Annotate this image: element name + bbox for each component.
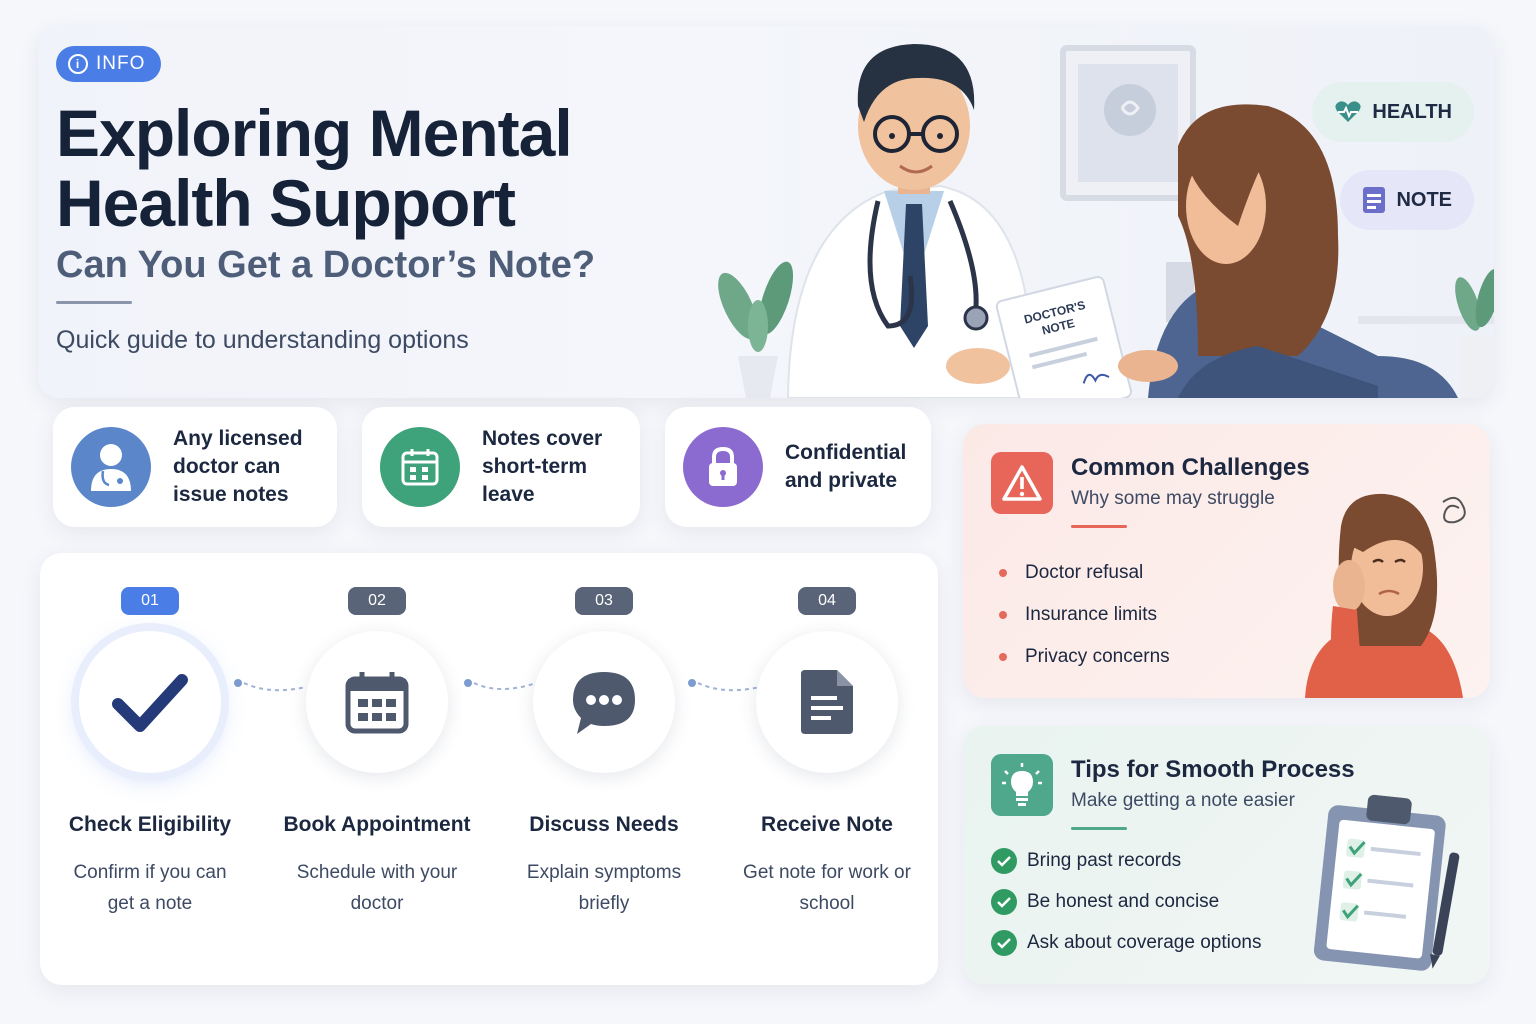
feature-text: Confidential and private	[785, 441, 907, 492]
checkmark-icon	[79, 631, 221, 773]
note-chip-label: NOTE	[1396, 188, 1452, 211]
document-icon	[756, 631, 898, 773]
step-number: 04	[798, 587, 856, 615]
clipboard-checklist-illustration	[1313, 794, 1460, 971]
step-receive-note: 04 Receive Note Get note for work or sch…	[717, 553, 937, 985]
step-title: Receive Note	[761, 813, 893, 836]
calendar-icon	[306, 631, 448, 773]
list-item-text: Be honest and concise	[1027, 890, 1220, 912]
feature-card-confidential: Confidential and private	[665, 407, 931, 527]
step-description: Confirm if you can get a note	[73, 862, 227, 914]
tips-subtitle: Make getting a note easier	[1071, 790, 1295, 811]
note-chip: NOTE	[1340, 170, 1474, 230]
step-number: 01	[121, 587, 179, 615]
info-badge: i INFO	[56, 46, 162, 82]
feature-text: Notes cover short-term leave	[482, 427, 603, 506]
health-chip: HEALTH	[1312, 82, 1474, 142]
tips-list: Bring past records Be honest and concise…	[991, 840, 1262, 963]
tips-divider	[1071, 827, 1127, 830]
chat-bubble-icon	[533, 631, 675, 773]
challenges-divider	[1071, 525, 1127, 528]
lock-icon	[683, 427, 763, 507]
challenges-list: Doctor refusal Insurance limits Privacy …	[999, 552, 1170, 678]
step-connector	[234, 679, 307, 692]
challenges-title: Common Challenges	[1071, 454, 1310, 481]
tips-panel: Tips for Smooth Process Make getting a n…	[963, 726, 1490, 984]
worried-person-illustration	[1305, 493, 1466, 698]
step-discuss-needs: 03 Discuss Needs Explain symptoms briefl…	[494, 553, 714, 985]
list-item-text: Doctor refusal	[1025, 562, 1144, 583]
step-description: Get note for work or school	[743, 862, 911, 914]
doctor-patient-illustration: DOCTOR'S NOTE	[718, 44, 1494, 398]
step-connector	[688, 679, 761, 692]
info-icon: i	[68, 54, 88, 74]
step-number: 03	[575, 587, 633, 615]
document-icon	[1363, 187, 1386, 213]
warning-icon	[991, 452, 1053, 514]
doctor-icon	[71, 427, 151, 507]
check-circle-icon	[991, 929, 1017, 956]
step-description: Explain symptoms briefly	[526, 862, 682, 914]
info-badge-label: INFO	[96, 53, 146, 74]
list-item-text: Ask about coverage options	[1027, 931, 1262, 953]
step-number: 02	[348, 587, 406, 615]
feature-card-licensed-doctor: Any licensed doctor can issue notes	[53, 407, 337, 527]
hero-banner: i INFO Exploring Mental Health Support C…	[38, 26, 1494, 398]
list-item-text: Insurance limits	[1025, 604, 1157, 625]
title-divider	[56, 301, 132, 304]
list-item: Be honest and concise	[991, 881, 1262, 922]
page-subtitle: Can You Get a Doctor’s Note?	[56, 244, 596, 286]
step-title: Check Eligibility	[68, 813, 232, 836]
bullet-icon	[999, 653, 1007, 661]
heart-pulse-icon	[1335, 101, 1361, 122]
health-chip-label: HEALTH	[1372, 100, 1452, 123]
feature-card-short-term-leave: Notes cover short-term leave	[362, 407, 640, 527]
list-item-text: Bring past records	[1027, 849, 1182, 871]
calendar-icon	[380, 427, 460, 507]
common-challenges-panel: Common Challenges Why some may struggle …	[963, 424, 1490, 698]
list-item: Bring past records	[991, 840, 1262, 881]
step-title: Book Appointment	[283, 813, 471, 836]
tips-title: Tips for Smooth Process	[1071, 756, 1355, 783]
list-item: Doctor refusal	[999, 552, 1170, 594]
list-item-text: Privacy concerns	[1025, 646, 1170, 667]
page-tagline: Quick guide to understanding options	[56, 326, 469, 354]
step-title: Discuss Needs	[529, 813, 679, 836]
step-connector	[464, 679, 537, 690]
check-circle-icon	[991, 847, 1017, 874]
check-circle-icon	[991, 888, 1017, 915]
step-check-eligibility: 01 Check Eligibility Confirm if you can …	[40, 553, 260, 985]
bullet-icon	[999, 611, 1007, 619]
bullet-icon	[999, 569, 1007, 577]
challenges-subtitle: Why some may struggle	[1071, 488, 1275, 509]
list-item: Insurance limits	[999, 594, 1170, 636]
page-title: Exploring Mental Health Support	[56, 96, 573, 240]
process-steps-panel: 01 Check Eligibility Confirm if you can …	[40, 553, 938, 985]
list-item: Privacy concerns	[999, 636, 1170, 678]
feature-text: Any licensed doctor can issue notes	[173, 427, 303, 506]
step-book-appointment: 02 Book Appointment Schedule with your d…	[267, 553, 487, 985]
lightbulb-icon	[991, 754, 1053, 816]
step-description: Schedule with your doctor	[296, 862, 458, 914]
list-item: Ask about coverage options	[991, 922, 1262, 963]
